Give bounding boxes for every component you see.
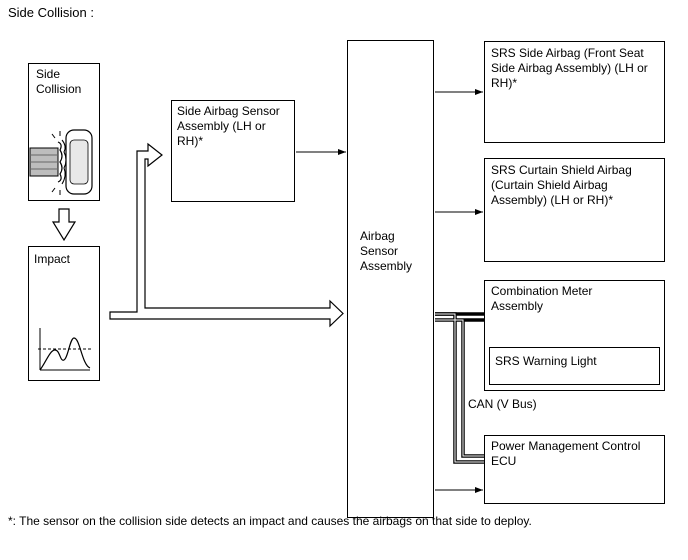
airbag-sensor-assembly-label: Airbag Sensor Assembly: [360, 229, 413, 273]
side-airbag-sensor-box: Side Airbag Sensor Assembly (LH or RH)*: [171, 100, 295, 202]
combination-meter-box: Combination Meter Assembly SRS Warning L…: [484, 280, 665, 391]
airbag-sensor-assembly-box: Airbag Sensor Assembly: [347, 40, 434, 518]
srs-side-airbag-box: SRS Side Airbag (Front Seat Side Airbag …: [484, 41, 665, 143]
power-management-label: Power Management Control ECU: [491, 439, 641, 468]
diagram-title: Side Collision :: [8, 5, 94, 20]
side-airbag-sensor-label: Side Airbag Sensor Assembly (LH or RH)*: [177, 104, 280, 148]
srs-curtain-airbag-box: SRS Curtain Shield Airbag (Curtain Shiel…: [484, 158, 665, 262]
impact-graph-icon: [38, 328, 92, 371]
srs-side-airbag-label: SRS Side Airbag (Front Seat Side Airbag …: [491, 46, 648, 90]
srs-curtain-airbag-label: SRS Curtain Shield Airbag (Curtain Shiel…: [491, 163, 632, 207]
side-collision-label: Side Collision: [36, 67, 82, 96]
impact-label: Impact: [34, 252, 71, 266]
footnote: *: The sensor on the collision side dete…: [8, 514, 532, 528]
combination-meter-label: Combination Meter Assembly: [491, 284, 593, 313]
car-collision-icon: [29, 129, 93, 195]
impact-signal-hollow-arrow: [109, 142, 344, 328]
power-management-box: Power Management Control ECU: [484, 435, 665, 504]
down-arrow-icon: [51, 208, 77, 242]
srs-warning-light-label: SRS Warning Light: [495, 354, 597, 368]
srs-warning-light-box: SRS Warning Light: [489, 347, 660, 385]
can-bus-label: CAN (V Bus): [468, 397, 537, 411]
can-bus-lines: [435, 312, 484, 464]
